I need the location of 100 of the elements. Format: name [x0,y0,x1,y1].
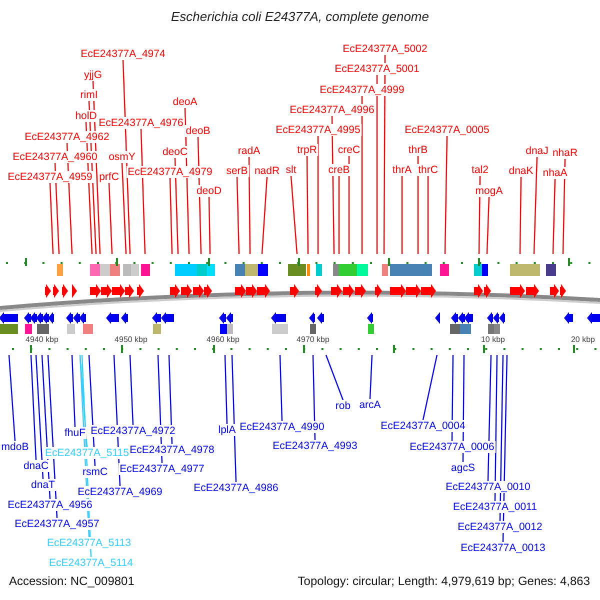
leader-line [451,355,454,441]
gene-label: dnaK [508,165,534,177]
leader-line [121,162,127,254]
leader-line [338,176,340,254]
gene-label: EcE24377A_0006 [408,441,496,453]
leader-line [129,354,134,426]
gene-label: nhaR [551,147,579,159]
gene-label: radA [236,145,262,157]
gene-label: rimI [79,89,99,101]
leader-line [312,354,316,440]
gene-label: EcE24377A_4969 [76,486,164,498]
leader-line [71,354,76,428]
leader-line [422,354,438,420]
leader-line [174,158,179,254]
leader-line [261,176,268,254]
gene-label: EcE24377A_5001 [334,63,420,75]
gene-label: mdoB [0,441,30,453]
gene-label: EcE24377A_5114 [48,557,134,569]
leader-line [236,176,240,254]
gene-label: dnaC [22,460,50,472]
gene-label: arcA [358,399,382,411]
leader-line [208,196,211,254]
gene-label: EcE24377A_4976 [98,117,184,129]
gene-label: holD [74,110,98,122]
leader-line [317,136,319,254]
gene-label: EcE24377A_0013 [460,542,546,554]
gene-label: creB [327,164,351,176]
gene-label: EcE24377A_5113 [46,537,132,549]
gene-label: EcE24377A_0005 [404,124,490,136]
leader-line [108,182,113,254]
leader-line [35,354,44,480]
gene-label: agcS [450,462,476,474]
leader-line [533,156,538,254]
gene-label: nadR [253,165,281,177]
gene-label: EcE24377A_0010 [444,481,532,493]
leader-line [224,354,228,424]
gene-label: thrC [417,164,439,176]
leader-line [444,136,448,254]
leader-line [401,176,403,254]
gene-label: EcE24377A_4977 [118,463,206,475]
leader-line [325,354,344,400]
gene-label: trpR [296,144,318,156]
leader-line [487,354,492,482]
gene-label: creC [336,144,362,156]
leader-line [383,55,386,254]
gene-label: serB [225,165,249,177]
leader-line [376,75,378,254]
gene-label: mogA [474,185,504,197]
leader-line [552,178,556,254]
leader-line [290,176,298,254]
gene-label: deoD [195,185,223,197]
gene-label: EcE24377A_0011 [452,501,538,513]
genome-summary-note: Topology: circular; Length: 4,979,619 bp; Genes: 4,863 [298,574,590,588]
gene-label: EcE24377A_0004 [380,420,466,432]
gene-label: EcE24377A_4974 [80,48,166,60]
leader-line [417,156,419,254]
leader-line [279,354,283,422]
gene-label: lplA [217,424,237,436]
leader-line [331,116,335,254]
gene-label: EcE24377A_4962 [24,131,110,143]
gene-label: rsmC [81,466,109,478]
accession-note: Accession: NC_009801 [9,574,134,588]
gene-label: dnaJ [524,145,550,157]
gene-label: thrB [407,144,429,156]
scale-label: 4960 kbp [206,335,240,344]
leader-line [494,355,498,501]
gene-label: fhuF [64,427,86,439]
gene-label: EcE24377A_4996 [288,104,376,116]
gene-label: EcE24377A_4959 [6,171,94,183]
leader-line [54,162,60,254]
gene-label: EcE24377A_4995 [274,124,362,136]
leader-line [486,196,490,254]
gene-label: EcE24377A_4956 [6,499,94,511]
gene-label: EcE24377A_4993 [272,440,358,452]
gene-label: EcE24377A_4978 [128,444,216,456]
gene-label: yjjG [82,69,104,81]
leader-line [231,354,237,482]
leader-line [49,182,54,254]
scale-label: 4940 kbp [26,335,58,344]
title: Escherichia coli E24377A, complete genome [170,9,430,24]
gene-label: EcE24377A_4990 [238,421,326,433]
gene-label: deoB [184,125,212,137]
gene-label: EcE24377A_4972 [90,425,176,437]
gene-label: EcE24377A_5002 [342,43,428,55]
gene-label: EcE24377A_0012 [456,521,544,533]
leader-line [79,354,88,448]
gene-label: deoA [172,96,198,108]
gene-label: EcE24377A_4999 [318,84,406,96]
gene-label: nhaA [542,167,568,179]
gene-label: slt [284,164,298,176]
scale-label: 4970 kbp [296,335,330,344]
gene-label: EcE24377A_5115 [44,447,130,459]
gene-label: EcE24377A_4979 [126,166,214,178]
leader-line [248,157,251,254]
leader-line [140,128,146,254]
gene-label: EcE24377A_4960 [12,151,98,163]
leader-line [427,176,429,254]
leader-line [168,354,173,444]
leader-line [562,158,566,254]
gene-label: tal2 [470,164,490,176]
